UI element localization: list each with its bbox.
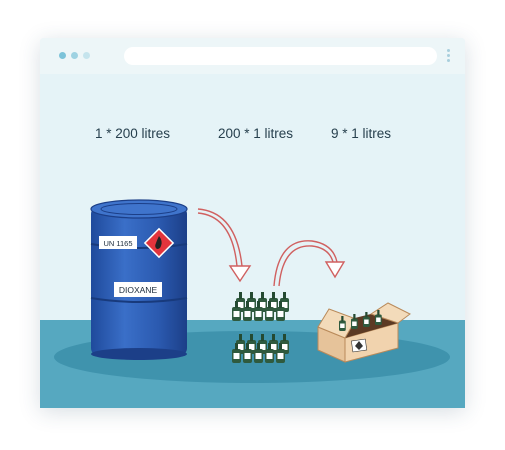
bottle-icon xyxy=(276,343,285,363)
drum xyxy=(90,199,188,360)
bottle-icon xyxy=(276,301,285,321)
box xyxy=(317,302,411,363)
bottle-icon xyxy=(265,343,274,363)
window-dot-close[interactable] xyxy=(59,52,66,59)
window-dot-minimize[interactable] xyxy=(71,52,78,59)
substance-text: DIOXANE xyxy=(119,285,158,295)
bottle-group-top xyxy=(232,292,289,321)
bottle-icon xyxy=(243,343,252,363)
menu-icon[interactable] xyxy=(447,49,451,63)
bottle-icon xyxy=(232,301,241,321)
drum-quantity-label: 1 * 200 litres xyxy=(95,126,171,141)
substance-label-box xyxy=(114,282,162,297)
bottle-icon xyxy=(254,343,263,363)
box-bottles xyxy=(339,310,382,331)
address-bar[interactable] xyxy=(124,47,437,65)
bottle-icon xyxy=(375,310,382,325)
bottle-icon xyxy=(254,301,263,321)
flame-hazard-icon xyxy=(143,227,175,259)
box-hazard-icon xyxy=(355,341,363,350)
bottle-icon xyxy=(232,343,241,363)
curved-arrow-icon xyxy=(273,240,346,287)
bottles-quantity-label: 200 * 1 litres xyxy=(218,126,294,141)
un-label-box xyxy=(99,236,137,249)
boxes-quantity-label: 9 * 1 litres xyxy=(331,126,392,141)
bottle-icon xyxy=(363,312,370,327)
bottle-group-bottom xyxy=(232,334,289,363)
curved-arrow-icon xyxy=(197,208,252,283)
bottle-icon xyxy=(265,301,274,321)
title-bar xyxy=(40,38,465,74)
bottle-icon xyxy=(339,316,346,331)
bottle-icon xyxy=(351,314,358,329)
un-number-text: UN 1165 xyxy=(103,239,132,248)
window-dot-maximize[interactable] xyxy=(83,52,90,59)
bottle-icon xyxy=(243,301,252,321)
